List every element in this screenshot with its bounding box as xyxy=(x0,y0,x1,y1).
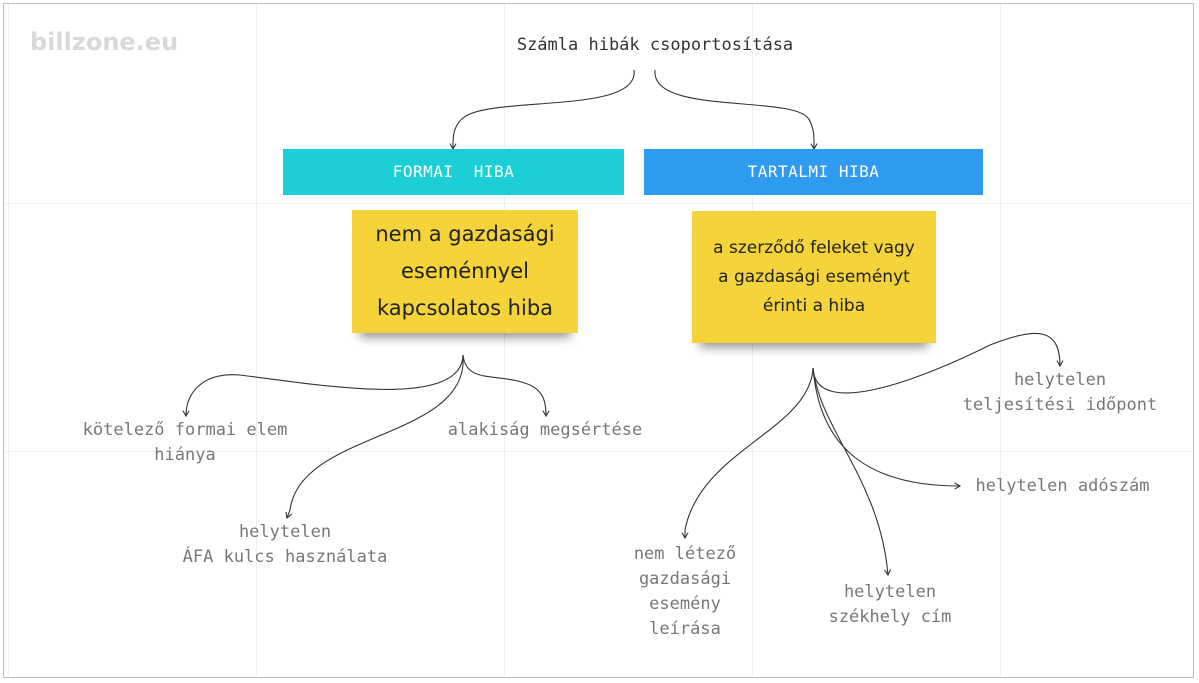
leaf-helytelen-szekhely-cim: helytelen székhely cím xyxy=(828,582,952,627)
sticky-note-formai: nem a gazdasági eseménnyel kapcsolatos h… xyxy=(352,210,578,333)
note-line: kapcsolatos hiba xyxy=(376,296,554,320)
arrow-formai-alakisag xyxy=(462,354,550,418)
sticky-note-tartalmi: a szerződő feleket vagy a gazdasági esem… xyxy=(692,211,936,343)
arrow-title-to-formai xyxy=(449,69,635,151)
arrow-title-to-tartalmi xyxy=(654,69,818,151)
leaf-alakisag-megsertese: alakiság megsértése xyxy=(447,420,643,440)
arrow-tartalmi-nemletezo xyxy=(681,367,814,540)
arrow-formai-kotelezo xyxy=(182,354,464,418)
arrow-tartalmi-szekhely xyxy=(812,367,892,577)
note-line: nem a gazdasági xyxy=(375,222,555,246)
category-formai-hiba: FORMAI HIBA xyxy=(283,149,624,195)
note-line: a gazdasági eseményt xyxy=(718,266,910,287)
leaf-helytelen-adoszam: helytelen adószám xyxy=(975,476,1150,496)
category-tartalmi-hiba: TARTALMI HIBA xyxy=(644,149,983,195)
billzone-logo: billzone.eu xyxy=(30,28,179,56)
diagram-title: Számla hibák csoportosítása xyxy=(516,35,794,55)
note-line: eseménnyel xyxy=(401,259,529,283)
note-line: a szerződő feleket vagy xyxy=(713,237,915,258)
arrow-tartalmi-adoszam xyxy=(812,367,962,490)
leaf-helytelen-afa-kulcs: helytelen ÁFA kulcs használata xyxy=(182,522,388,567)
leaf-helytelen-teljesitesi-idopont: helytelen teljesítési időpont xyxy=(962,370,1158,415)
canvas-frame xyxy=(3,3,1194,678)
arrow-formai-afa xyxy=(285,354,464,520)
leaf-nem-letezo-gazdasagi-esemeny: nem létező gazdasági esemény leírása xyxy=(633,544,737,639)
arrow-tartalmi-teljesitesi xyxy=(812,332,1064,394)
leaf-kotelezo-formai-elem: kötelező formai elem hiánya xyxy=(82,420,288,465)
note-line: érinti a hiba xyxy=(762,295,866,316)
